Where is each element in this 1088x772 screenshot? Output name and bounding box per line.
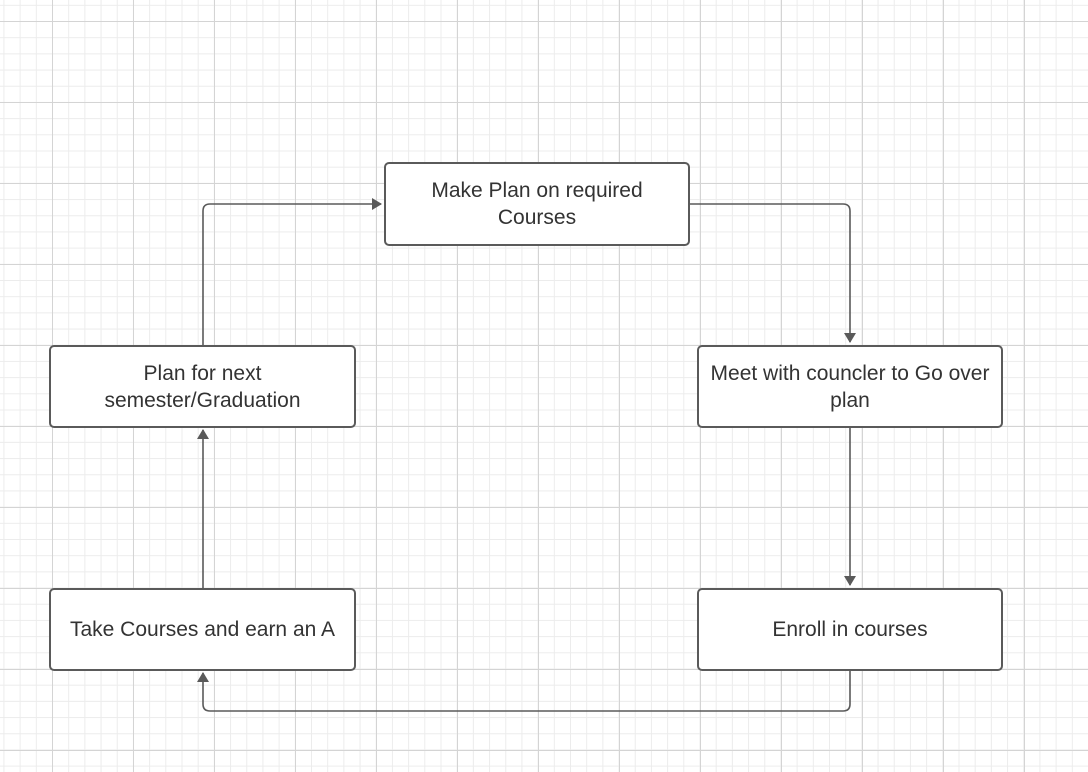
node-take-courses-label: Take Courses and earn an A xyxy=(69,618,335,641)
node-enroll-label: Enroll in courses xyxy=(772,618,928,641)
node-take-courses[interactable]: Take Courses and earn an A xyxy=(49,588,356,671)
node-meet-counselor[interactable]: Meet with councler to Go over plan xyxy=(697,345,1003,428)
node-enroll[interactable]: Enroll in courses xyxy=(697,588,1003,671)
edge-make-plan-to-meet-counselor xyxy=(689,203,856,343)
node-meet-counselor-label: Meet with councler to Go over plan xyxy=(710,361,990,412)
node-plan-next-label: Plan for next semester/Graduation xyxy=(104,361,301,412)
node-make-plan-label: Make Plan on required Courses xyxy=(431,179,643,229)
edge-plan-next-to-make-plan xyxy=(202,198,382,345)
edge-enroll-to-take-courses xyxy=(197,670,851,712)
node-plan-next[interactable]: Plan for next semester/Graduation xyxy=(49,345,356,428)
node-make-plan[interactable]: Make Plan on required Courses xyxy=(384,162,690,246)
